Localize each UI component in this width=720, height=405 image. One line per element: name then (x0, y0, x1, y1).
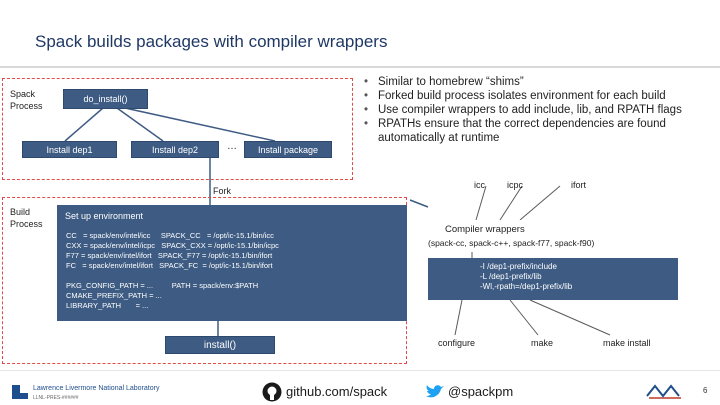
spack-process-label-line1: Spack (10, 89, 36, 99)
twitter-handle[interactable]: @spackpm (448, 384, 514, 399)
title-divider (0, 66, 720, 68)
flag-rpath: -Wl,-rpath=/dep1-prefix/lib (480, 282, 573, 291)
compiler-icc: icc (474, 180, 485, 190)
do-install-box: do_install() (63, 89, 148, 109)
env-line-f77: F77 = spack/env/intel/ifort SPACK_F77 = … (66, 251, 273, 260)
path-line-cmake: CMAKE_PREFIX_PATH = ... (66, 291, 162, 300)
bullet-item: •RPATHs ensure that the correct dependen… (364, 117, 714, 145)
build-process-label: Build Process (10, 206, 43, 230)
bullet-text: Similar to homebrew “shims” (378, 76, 524, 88)
fork-label: Fork (213, 186, 231, 196)
spack-process-label: Spack Process (10, 88, 43, 112)
flag-include: -I /dep1-prefix/include (480, 262, 557, 271)
page-number: 6 (703, 386, 708, 395)
env-line-cxx: CXX = spack/env/intel/icpc SPACK_CXX = /… (66, 241, 279, 250)
path-line-library: LIBRARY_PATH = ... (66, 301, 149, 310)
llnl-logo-icon (12, 385, 28, 399)
spack-process-frame (2, 78, 353, 180)
footer-divider (0, 370, 720, 371)
bullet-item: •Forked build process isolates environme… (364, 90, 666, 102)
install-box: install() (165, 336, 275, 354)
bullet-text: Use compiler wrappers to add include, li… (378, 104, 682, 116)
github-link[interactable]: github.com/spack (286, 384, 388, 399)
bullet-list: •Similar to homebrew “shims” •Forked bui… (364, 75, 714, 145)
wrapper-flags-box (428, 258, 678, 300)
bullet-item: •Similar to homebrew “shims” (364, 76, 524, 88)
slide-title: Spack builds packages with compiler wrap… (35, 32, 388, 51)
env-line-fc: FC = spack/env/intel/ifort SPACK_FC = /o… (66, 261, 273, 270)
install-package-box: Install package (244, 141, 332, 158)
compiler-ifort: ifort (571, 180, 587, 190)
build-process-label-line1: Build (10, 207, 31, 217)
nnsa-logo-icon (646, 384, 681, 399)
install-dep1-box: Install dep1 (22, 141, 117, 158)
llnl-pres-id: LLNL-PRES-###### (33, 395, 79, 401)
install-dep2-box: Install dep2 (131, 141, 219, 158)
path-line-pkg-config: PKG_CONFIG_PATH = ... PATH = spack/env:$… (66, 281, 259, 290)
bullet-text: Forked build process isolates environmen… (378, 90, 666, 102)
wrappers-title: Compiler wrappers (445, 224, 525, 235)
step-make: make (531, 338, 554, 348)
ellipsis-label: … (227, 141, 237, 152)
step-make-install: make install (603, 338, 651, 348)
environment-panel (57, 205, 407, 321)
twitter-icon (426, 385, 444, 398)
flag-lib: -L /dep1-prefix/lib (480, 272, 542, 281)
compiler-icpc: icpc (507, 180, 524, 190)
step-configure: configure (438, 338, 476, 348)
setup-env-label: Set up environment (65, 211, 144, 221)
llnl-name: Lawrence Livermore National Laboratory (33, 385, 160, 392)
env-line-cc: CC = spack/env/intel/icc SPACK_CC = /opt… (66, 231, 274, 240)
bullet-item: •Use compiler wrappers to add include, l… (364, 104, 682, 116)
spack-process-label-line2: Process (10, 101, 43, 111)
compiler-wrappers-box (428, 220, 678, 252)
wrappers-subtitle: (spack-cc, spack-c++, spack-f77, spack-f… (428, 238, 595, 248)
github-icon (262, 382, 282, 402)
bullet-text: RPATHs ensure that the correct dependenc… (378, 118, 666, 144)
build-process-label-line2: Process (10, 219, 43, 229)
